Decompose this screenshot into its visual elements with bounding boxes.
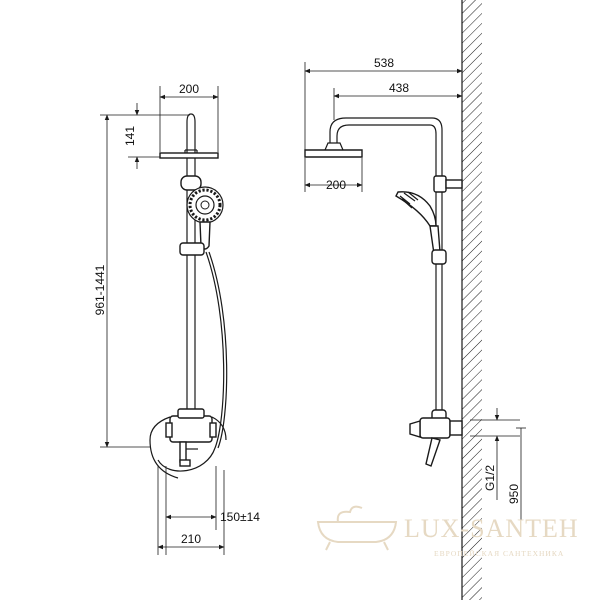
slide-holder-side (431, 249, 447, 265)
dim-front-mixer-spacing-label: 150±14 (220, 510, 260, 524)
dim-side-thread-label: G1/2 (483, 465, 497, 491)
dim-front-mixer-spacing: 150±14 (165, 466, 260, 555)
front-view: 200 141 961-1441 (93, 82, 260, 555)
dim-front-height-range: 961-1441 (93, 114, 150, 448)
dim-front-head-height: 141 (123, 103, 190, 169)
hand-shower-side (395, 191, 441, 255)
dim-front-mixer-width-label: 210 (181, 532, 201, 546)
riser-pipe (186, 113, 196, 426)
watermark-brand: LUX-SANTEH (404, 514, 579, 543)
dim-side-total-projection-label: 538 (374, 56, 394, 70)
wall (462, 0, 482, 600)
watermark-tagline: ЕВРОПЕЙСКАЯ САНТЕХНИКА (434, 549, 564, 558)
dim-side-arm-projection: 438 (333, 81, 463, 120)
shower-hose (157, 251, 225, 472)
mixer-body (149, 408, 227, 479)
watermark: LUX-SANTEH ЕВРОПЕЙСКАЯ САНТЕХНИКА (316, 505, 579, 558)
upper-wall-bracket (433, 175, 447, 193)
dim-front-head-width-label: 200 (179, 82, 199, 96)
dim-side-arm-projection-label: 438 (389, 81, 409, 95)
slide-holder (179, 242, 205, 256)
dim-side-total-projection: 538 (304, 56, 463, 150)
rain-shower-head (159, 152, 219, 159)
dim-front-head-height-label: 141 (123, 126, 137, 146)
dim-front-head-width: 200 (159, 82, 219, 152)
dim-side-head-width: 200 (304, 158, 363, 192)
side-view: 538 438 200 (304, 0, 526, 600)
dim-side-mixer-height-label: 950 (507, 484, 521, 504)
bathtub-logo-icon (316, 505, 398, 551)
dim-front-mixer-width: 210 (157, 466, 225, 555)
shower-arm (329, 117, 443, 176)
mixer-side (409, 409, 463, 467)
dim-side-mixer-height: 950 (507, 427, 526, 520)
rain-head-side (304, 149, 363, 158)
dim-side-head-width-label: 200 (326, 178, 346, 192)
hand-shower-head (186, 186, 224, 224)
dim-front-height-range-label: 961-1441 (93, 264, 107, 315)
upper-clamp (180, 175, 202, 191)
dim-side-thread: G1/2 (470, 408, 520, 500)
